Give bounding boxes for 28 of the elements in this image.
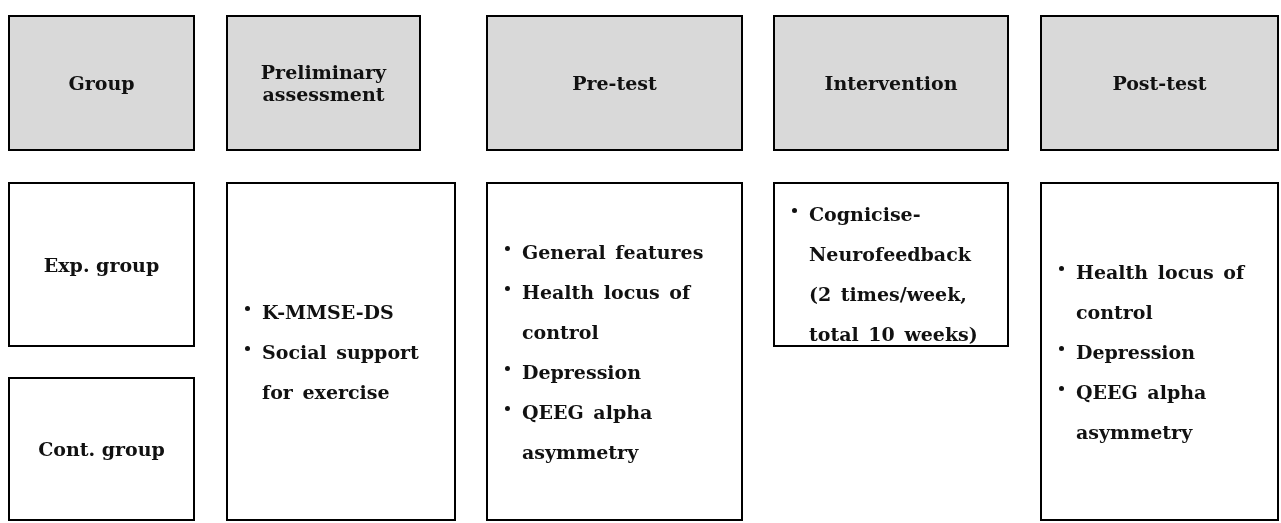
group-box (8, 182, 195, 347)
group-box (8, 377, 195, 521)
box-label: Exp. group (43, 253, 160, 276)
bullet-item: Depression (500, 351, 733, 392)
header-box (226, 15, 421, 151)
bullet-item: Social support for exercise (240, 331, 446, 412)
box-label: Group (68, 72, 135, 94)
header-box (8, 15, 195, 151)
box-label: Cont. group (38, 438, 165, 460)
header-box (486, 15, 743, 151)
bullet-item: Depression (1054, 331, 1269, 372)
header-box (1040, 15, 1279, 151)
content-box (226, 182, 456, 521)
box-label: Post-test (1112, 72, 1207, 94)
content-box (773, 182, 1009, 347)
bullet-item: Cognicise-Neurofeedback (2 times/week, total 10 weeks) (787, 194, 999, 354)
content-box (1040, 182, 1279, 521)
bullet-item: K-MMSE-DS (240, 291, 446, 332)
bullet-item: Health locus of control (1054, 251, 1269, 332)
content-box (486, 182, 743, 521)
box-label: Intervention (824, 72, 958, 94)
header-box (773, 15, 1009, 151)
bullet-item: General features (500, 231, 733, 272)
box-label: Preliminary assessment (259, 61, 388, 105)
box-label: Pre-test (572, 72, 657, 94)
bullet-item: QEEG alpha asymmetry (500, 391, 733, 472)
bullet-item: QEEG alpha asymmetry (1054, 371, 1269, 452)
bullet-item: Health locus of control (500, 271, 733, 352)
